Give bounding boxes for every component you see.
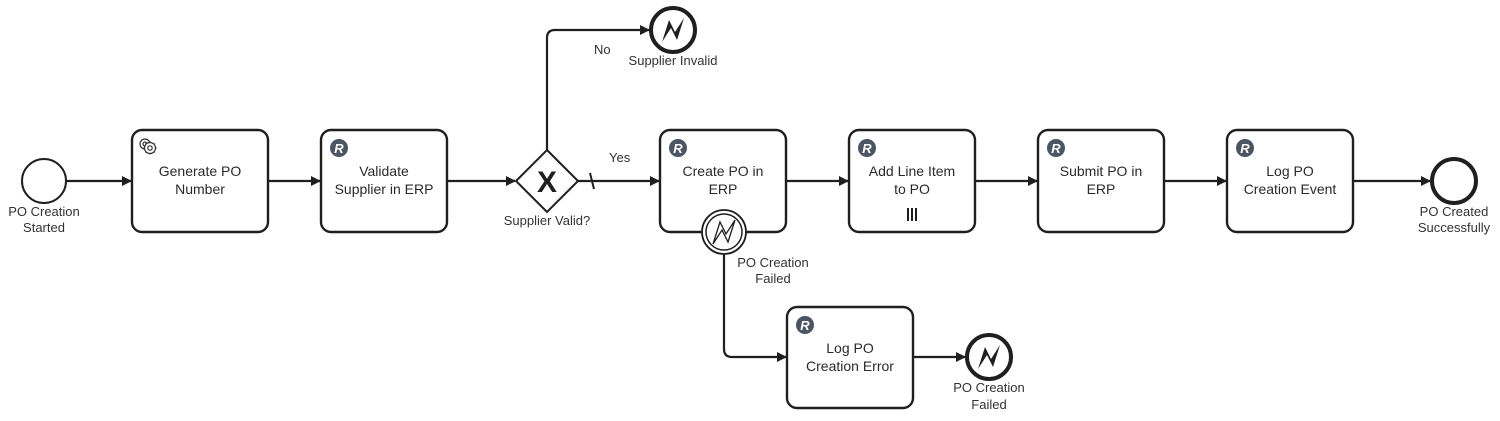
flow-gateway-no[interactable]	[545, 25, 650, 150]
task-label-line-1: Submit PO in	[1060, 163, 1142, 179]
default-flow-marker	[589, 172, 595, 190]
end-event-failed-label-2: Failed	[971, 397, 1006, 412]
end-event-success-label-2: Successfully	[1418, 220, 1491, 235]
task-add-line-item[interactable]: R Add Line Item to PO	[847, 128, 977, 234]
task-label-line-2: Number	[175, 181, 225, 197]
flow-label-yes: Yes	[609, 150, 631, 165]
task-label-line-2: to PO	[894, 181, 930, 197]
task-label-line-1: Add Line Item	[869, 163, 955, 179]
error-lightning-icon	[978, 345, 1000, 369]
end-event-success-label-1: PO Created	[1420, 204, 1489, 219]
boundary-event-label-1: PO Creation	[737, 255, 809, 270]
task-label-line-2: ERP	[709, 181, 738, 197]
start-event-label-2: Started	[23, 220, 65, 235]
error-lightning-icon	[662, 18, 684, 42]
robot-r-icon: R	[858, 139, 876, 157]
end-event-success[interactable]	[1430, 157, 1478, 205]
gear-icon	[139, 138, 157, 155]
task-label-line-1: Log PO	[826, 340, 874, 356]
task-validate-supplier[interactable]: R Validate Supplier in ERP	[319, 128, 449, 234]
task-label-line-2: Supplier in ERP	[335, 181, 434, 197]
task-submit-po[interactable]: R Submit PO in ERP	[1036, 128, 1166, 234]
task-label-line-1: Create PO in	[683, 163, 764, 179]
robot-r-icon: R	[669, 139, 687, 157]
robot-r-icon: R	[1047, 139, 1065, 157]
task-log-po-creation-error[interactable]: R Log PO Creation Error	[785, 305, 915, 410]
parallel-multi-instance-icon	[907, 208, 917, 221]
task-label-line-1: Validate	[359, 163, 409, 179]
task-label-line-2: Creation Event	[1244, 181, 1337, 197]
start-event-label-1: PO Creation	[8, 204, 80, 219]
svg-text:R: R	[334, 141, 344, 156]
error-lightning-icon	[712, 219, 736, 245]
task-generate-po-number[interactable]: Generate PO Number	[130, 128, 270, 234]
svg-text:R: R	[800, 318, 810, 333]
end-event-supplier-invalid[interactable]	[649, 6, 697, 54]
task-label-line-1: Generate PO	[159, 163, 242, 179]
task-label-line-2: Creation Error	[806, 358, 894, 374]
flow-label-no: No	[594, 42, 611, 57]
gateway-x-marker: X	[537, 166, 557, 199]
start-event[interactable]	[21, 158, 67, 204]
svg-text:R: R	[1240, 141, 1250, 156]
robot-r-icon: R	[796, 316, 814, 334]
svg-text:R: R	[1051, 141, 1061, 156]
end-event-supplier-invalid-label: Supplier Invalid	[629, 53, 718, 68]
end-event-failed-label-1: PO Creation	[953, 380, 1025, 395]
task-log-po-creation-event[interactable]: R Log PO Creation Event	[1225, 128, 1355, 234]
task-create-po[interactable]: R Create PO in ERP	[658, 128, 788, 234]
task-label-line-2: ERP	[1087, 181, 1116, 197]
svg-text:R: R	[862, 141, 872, 156]
task-label-line-1: Log PO	[1266, 163, 1314, 179]
svg-text:R: R	[673, 141, 683, 156]
boundary-error-event[interactable]	[701, 209, 747, 255]
end-event-po-creation-failed[interactable]	[965, 333, 1013, 381]
robot-r-icon: R	[1236, 139, 1254, 157]
gateway-label: Supplier Valid?	[504, 213, 590, 228]
robot-r-icon: R	[330, 139, 348, 157]
exclusive-gateway[interactable]: X	[514, 148, 580, 214]
boundary-event-label-2: Failed	[755, 271, 790, 286]
flow-boundary-to-logerror[interactable]	[722, 254, 787, 362]
